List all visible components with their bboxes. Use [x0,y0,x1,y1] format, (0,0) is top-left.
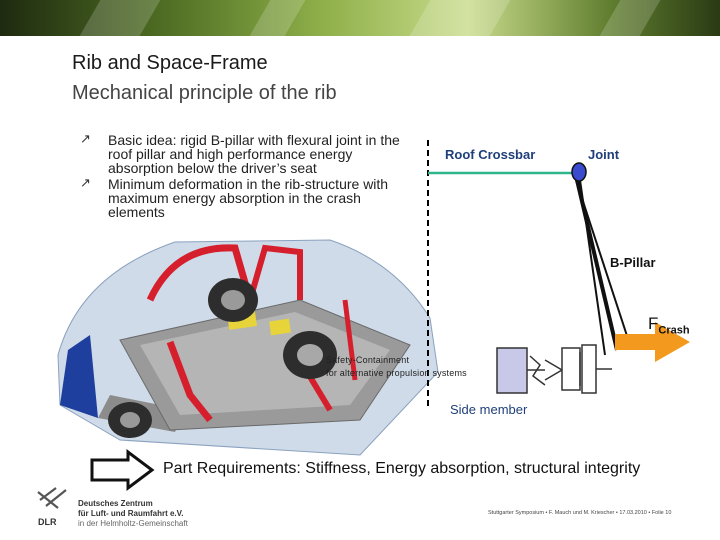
bullet-text: Basic idea: rigid B-pillar with flexural… [108,132,400,176]
slide-title: Rib and Space-Frame [72,52,268,74]
force-subscript: Crash [658,324,690,337]
requirements-text: Part Requirements: Stiffness, Energy abs… [163,460,641,477]
force-symbol: F [648,314,659,333]
logo-line-3: in der Helmholtz-Gemeinschaft [78,519,188,528]
bullet-text: Minimum deformation in the rib-structure… [108,176,389,220]
logo-line-1: Deutsches Zentrum [78,499,153,508]
safety-containment-label: Safety-Containment [326,355,410,365]
bullet-item: ↗ Minimum deformation in the rib-structu… [80,176,421,220]
joint-label: Joint [588,147,620,162]
safety-containment-sublabel: for alternative propulsion systems [326,368,467,378]
force-arrow-icon [615,322,690,362]
car-illustration [57,239,439,456]
dlr-logo-icon [37,487,67,509]
roof-crossbar-label: Roof Crossbar [445,147,536,162]
arrow-bullet-icon: ↗ [80,131,91,146]
b-pillar-beams [575,179,631,356]
side-member-label: Side member [450,402,528,417]
header-banner [0,0,720,36]
dlr-logo-text: Deutsches Zentrum für Luft- und Raumfahr… [78,499,188,529]
joint-dot-icon [571,162,587,182]
bullet-item: ↗ Basic idea: rigid B-pillar with flexur… [80,132,421,176]
b-pillar-label: B-Pillar [610,255,656,270]
logo-line-2: für Luft- und Raumfahrt e.V. [78,509,184,518]
arrow-bullet-icon: ↗ [80,175,91,190]
side-member-mechanism [496,344,612,394]
requirements-arrow-icon [90,449,155,491]
bullet-list: ↗ Basic idea: rigid B-pillar with flexur… [80,132,421,221]
force-label: FCrash [648,314,690,336]
slide-subtitle: Mechanical principle of the rib [72,82,337,104]
footer-text: Stuttgarter Symposium • F. Mauch und M. … [488,510,672,516]
dlr-mark: DLR [38,517,57,527]
